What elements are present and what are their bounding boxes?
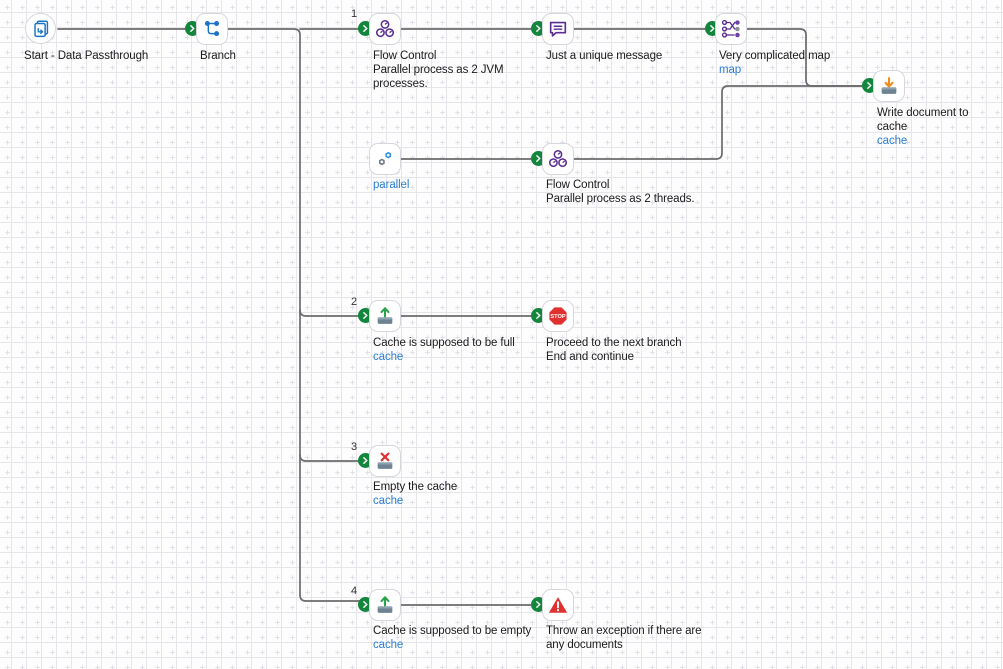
map-icon: [721, 19, 740, 38]
flow-control-icon: [375, 19, 395, 38]
throw-exception-node[interactable]: [542, 589, 574, 621]
write-document-to-cache-label: Write document to cache: [877, 107, 969, 133]
unique-message-node[interactable]: [542, 13, 574, 45]
flow-control-threads-node[interactable]: [542, 143, 574, 175]
stop-continue-label: Proceed to the next branch End and conti…: [546, 337, 682, 363]
cache-clear-icon: [377, 452, 393, 469]
flow-control-jvm-label: Flow Control Parallel process as 2 JVM p…: [373, 50, 504, 90]
complicated-map-node[interactable]: [715, 13, 747, 45]
cache-read-icon: [377, 596, 393, 613]
cache-empty-node[interactable]: [369, 589, 401, 621]
chevron-right-icon: [363, 312, 368, 319]
flow-control-jvm-node[interactable]: [369, 13, 401, 45]
cache-write-icon: [881, 77, 897, 94]
chevron-right-icon: [867, 82, 872, 89]
empty-cache-node[interactable]: [369, 445, 401, 477]
write-document-to-cache-node[interactable]: [873, 70, 905, 102]
cache-empty-sublabel[interactable]: cache: [373, 639, 404, 651]
cache-full-node[interactable]: [369, 300, 401, 332]
branch-number-4: 4: [351, 585, 358, 597]
chevron-right-icon: [536, 601, 541, 608]
chevron-right-icon: [363, 25, 368, 32]
empty-cache-sublabel[interactable]: cache: [373, 495, 404, 507]
cache-full-sublabel[interactable]: cache: [373, 351, 404, 363]
flow-control-icon: [548, 149, 568, 168]
flow-control-threads-label: Flow Control Parallel process as 2 threa…: [546, 179, 695, 205]
branch-icon: [204, 21, 220, 37]
chevron-right-icon: [710, 25, 715, 32]
branch-node-label: Branch: [200, 50, 236, 62]
chevron-right-icon: [363, 457, 368, 464]
parallel-node[interactable]: [369, 143, 401, 175]
empty-cache-label: Empty the cache: [373, 481, 458, 493]
warning-icon: [548, 597, 568, 613]
chevron-right-icon: [363, 601, 368, 608]
branch-number-3: 3: [351, 441, 358, 453]
parallel-sublabel[interactable]: parallel: [373, 179, 410, 191]
start-node-label: Start - Data Passthrough: [24, 50, 149, 62]
branch-number-2: 2: [351, 296, 358, 308]
chevron-right-icon: [536, 155, 541, 162]
start-node[interactable]: [25, 13, 56, 44]
chevron-right-icon: [190, 25, 195, 32]
stop-continue-node[interactable]: STOP: [542, 300, 574, 332]
stop-icon: STOP: [549, 307, 567, 325]
documents-passthrough-icon: [33, 19, 48, 37]
parallel-icon: [379, 151, 392, 166]
cache-empty-label: Cache is supposed to be empty: [373, 625, 532, 637]
branch-node[interactable]: [196, 13, 228, 45]
throw-exception-label: Throw an exception if there are any docu…: [546, 625, 702, 651]
complicated-map-label: Very complicated map: [719, 50, 831, 62]
complicated-map-sublabel[interactable]: map: [719, 64, 742, 76]
branch-number-1: 1: [351, 8, 358, 20]
svg-text:STOP: STOP: [550, 314, 566, 320]
unique-message-label: Just a unique message: [546, 50, 663, 62]
chevron-right-icon: [536, 25, 541, 32]
cache-full-label: Cache is supposed to be full: [373, 337, 515, 349]
message-icon: [549, 21, 567, 37]
write-document-to-cache-sublabel[interactable]: cache: [877, 135, 908, 147]
chevron-right-icon: [536, 312, 541, 319]
cache-read-icon: [377, 307, 393, 324]
